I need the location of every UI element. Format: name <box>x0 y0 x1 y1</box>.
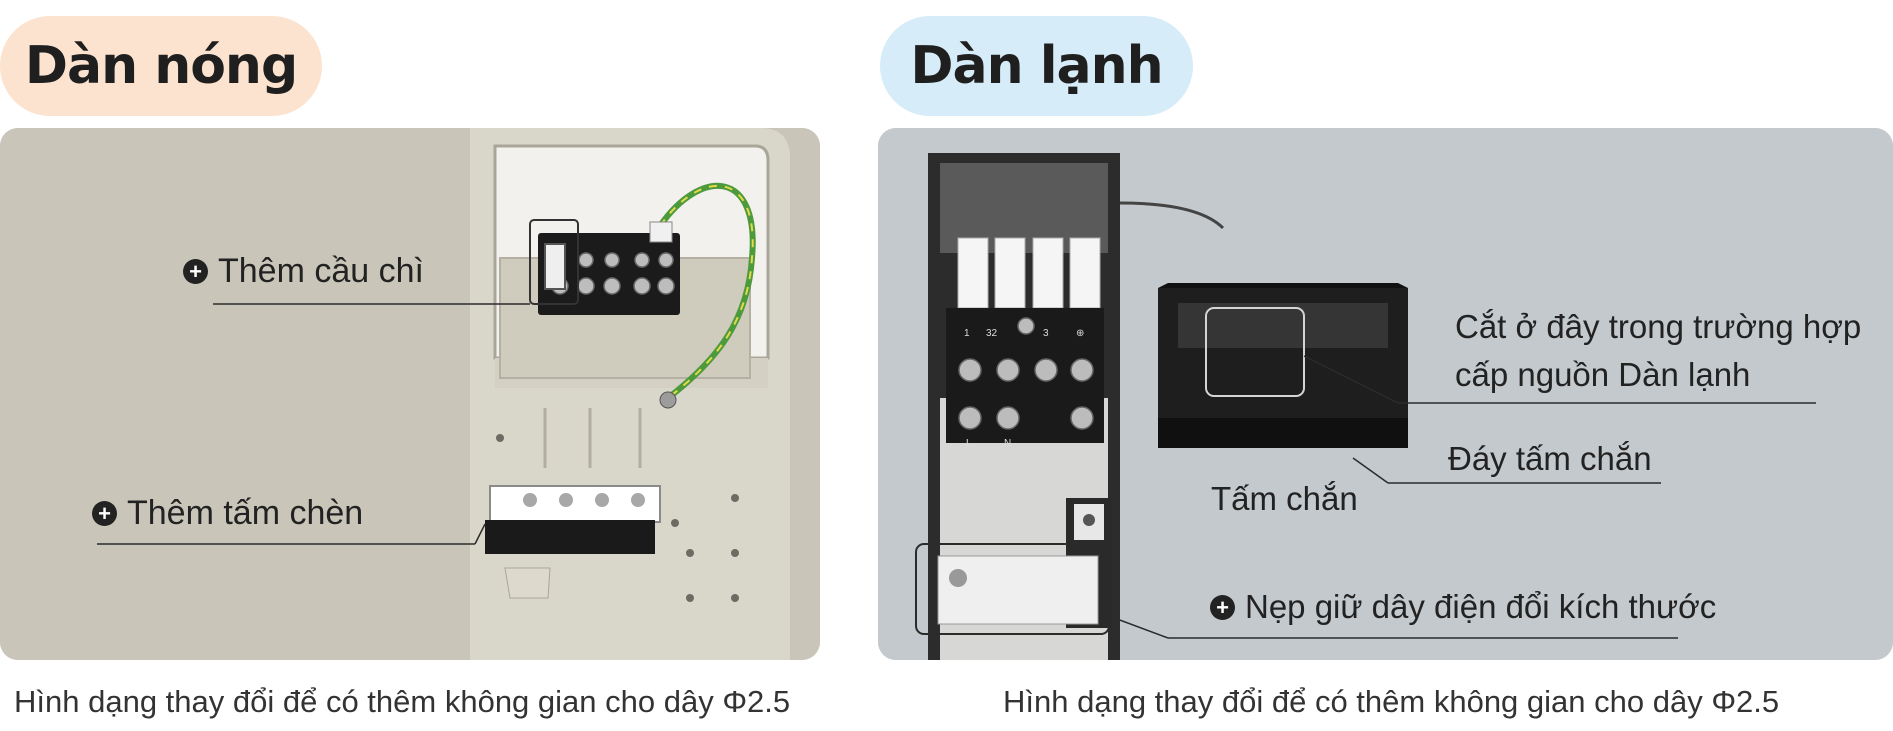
cut-here-text-line1: Cắt ở đây trong trường hợp <box>1455 308 1862 345</box>
terminal-mark-1: 1 <box>964 328 970 339</box>
cut-here-label-line2: cấp nguồn Dàn lạnh <box>1455 356 1750 394</box>
resized-clamp-text: Nẹp giữ dây điện đổi kích thước <box>1245 588 1717 625</box>
terminal-mark-L: L <box>966 438 972 449</box>
shield-label: Tấm chắn <box>1211 480 1358 518</box>
shield-bottom-text: Đáy tấm chắn <box>1448 440 1652 477</box>
terminal-mark-32: 32 <box>986 328 998 339</box>
outdoor-unit-illustration <box>0 128 820 660</box>
cut-here-label: Cắt ở đây trong trường hợp <box>1455 308 1861 346</box>
outdoor-unit-title: Dàn nóng <box>0 16 322 116</box>
outdoor-caption: Hình dạng thay đổi để có thêm không gian… <box>14 684 791 719</box>
terminal-mark-3: 3 <box>1043 328 1049 339</box>
terminal-mark-ground: ⊕ <box>1076 328 1084 339</box>
indoor-unit-illustration: 1 32 3 ⊕ L N <box>878 128 1893 660</box>
add-fuse-label: + Thêm cầu chì <box>183 252 424 291</box>
indoor-unit-photo: 1 32 3 ⊕ L N Cắt ở đây trong trường hợp <box>878 128 1893 660</box>
indoor-caption: Hình dạng thay đổi để có thêm không gian… <box>1003 684 1780 719</box>
resized-clamp-label: + Nẹp giữ dây điện đổi kích thước <box>1210 588 1716 626</box>
cut-here-text-line2: cấp nguồn Dàn lạnh <box>1455 356 1751 393</box>
add-insert-label: + Thêm tấm chèn <box>92 494 363 533</box>
add-fuse-text: Thêm cầu chì <box>218 252 424 290</box>
plus-circle-icon: + <box>183 259 208 284</box>
indoor-unit-title: Dàn lạnh <box>880 16 1193 116</box>
terminal-mark-N: N <box>1004 438 1011 449</box>
add-insert-text: Thêm tấm chèn <box>127 494 364 532</box>
shield-text: Tấm chắn <box>1211 480 1358 517</box>
plus-circle-icon: + <box>1210 594 1235 620</box>
shield-bottom-label: Đáy tấm chắn <box>1448 440 1652 478</box>
outdoor-unit-photo: + Thêm cầu chì + Thêm tấm chèn <box>0 128 820 660</box>
plus-circle-icon: + <box>92 501 117 526</box>
